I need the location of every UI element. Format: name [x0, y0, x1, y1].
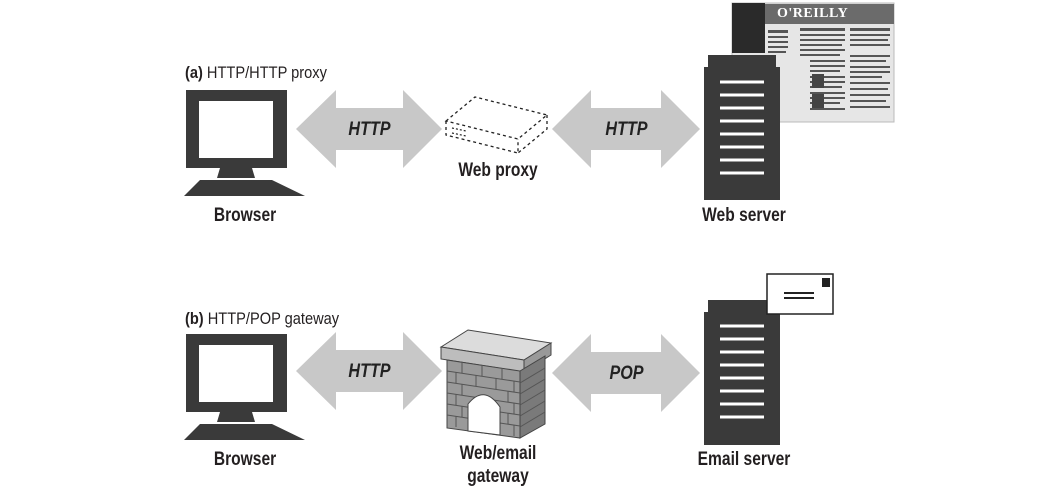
panel-a-caption: (a) HTTP/HTTP proxy — [185, 63, 327, 83]
oreilly-logo-text: O'REILLY — [777, 6, 849, 21]
web-proxy-label: Web proxy — [458, 160, 538, 181]
email-server-label: Email server — [697, 449, 791, 470]
panel-a-caption-text: HTTP/HTTP proxy — [202, 63, 327, 82]
gateway-label-line2: gateway — [467, 466, 529, 487]
panel-a-right-protocol-label: HTTP — [605, 119, 648, 140]
panel-b-browser-label: Browser — [213, 449, 277, 470]
web-server-label: Web server — [702, 205, 786, 226]
panel-a-browser-label: Browser — [213, 205, 277, 226]
panel-a-caption-id: (a) — [185, 63, 203, 82]
panel-b-caption: (b) HTTP/POP gateway — [185, 309, 339, 329]
panel-b-right-protocol-label: POP — [609, 363, 644, 384]
panel-b-caption-id: (b) — [185, 309, 204, 328]
panel-b-left-protocol-label: HTTP — [348, 361, 391, 382]
panel-b-caption-text: HTTP/POP gateway — [203, 309, 340, 328]
panel-a-left-protocol-label: HTTP — [348, 119, 391, 140]
gateway-label-line1: Web/email — [459, 443, 537, 464]
